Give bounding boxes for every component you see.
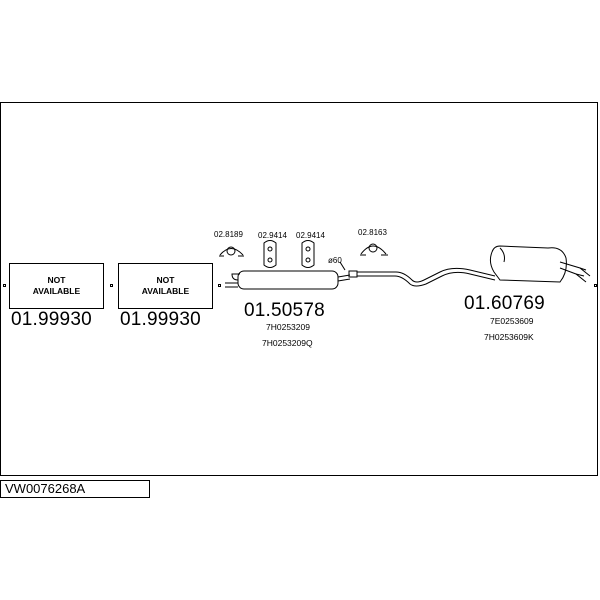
status-text: NOT	[47, 275, 66, 285]
diameter-label: ø60	[328, 256, 342, 265]
middle-silencer-icon	[225, 270, 351, 290]
accessory-number: 02.9414	[258, 231, 287, 240]
oem-reference: 7H0253209	[266, 322, 310, 332]
part-number: 01.60769	[464, 293, 545, 314]
status-text: AVAILABLE	[141, 286, 190, 296]
connector-marker	[110, 284, 113, 287]
part-number: 01.50578	[244, 300, 325, 321]
connector-marker	[3, 284, 6, 287]
status-text: AVAILABLE	[32, 286, 81, 296]
diagram-code: VW0076268A	[0, 480, 150, 498]
clamp-icon	[360, 243, 388, 256]
part-number: 01.99930	[120, 309, 201, 330]
accessory-number: 02.8163	[358, 228, 387, 237]
part-box-not-available: NOT AVAILABLE	[118, 263, 213, 309]
part-box-not-available: NOT AVAILABLE	[9, 263, 104, 309]
part-number: 01.99930	[11, 309, 92, 330]
rubber-hanger-icon	[301, 240, 315, 268]
accessory-number: 02.8189	[214, 230, 243, 239]
status-text: NOT	[156, 275, 175, 285]
pipe-icon	[348, 267, 496, 287]
clamp-icon	[219, 246, 244, 257]
oem-reference: 7H0253609K	[484, 332, 534, 342]
diagram-frame	[0, 102, 598, 476]
accessory-number: 02.9414	[296, 231, 325, 240]
rear-silencer-icon	[489, 245, 591, 283]
rubber-hanger-icon	[263, 240, 277, 268]
connector-marker	[594, 284, 597, 287]
oem-reference: 7E0253609	[490, 316, 534, 326]
connector-marker	[218, 284, 221, 287]
oem-reference: 7H0253209Q	[262, 338, 313, 348]
